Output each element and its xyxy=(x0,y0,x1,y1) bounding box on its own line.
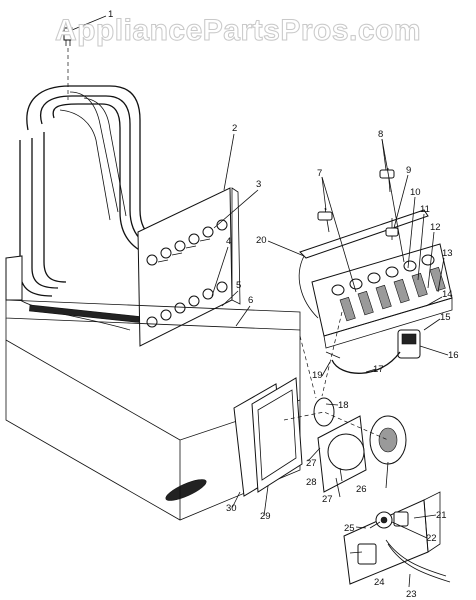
callout-11: 11 xyxy=(420,204,430,215)
igniters xyxy=(317,167,399,240)
callout-28: 28 xyxy=(306,477,317,488)
callout-22: 22 xyxy=(426,533,437,544)
callout-27a: 27 xyxy=(306,458,317,469)
callout-17: 17 xyxy=(373,364,384,375)
callout-14: 14 xyxy=(442,289,453,300)
callout-1: 1 xyxy=(108,9,113,20)
callout-13: 13 xyxy=(442,248,453,259)
callout-16: 16 xyxy=(448,350,459,361)
part-1-screw xyxy=(63,27,73,100)
callout-27b: 27 xyxy=(322,494,333,505)
callout-5: 5 xyxy=(236,280,241,291)
callout-25: 25 xyxy=(344,523,355,534)
callout-29: 29 xyxy=(260,511,271,522)
callout-21: 21 xyxy=(436,510,447,521)
callout-12: 12 xyxy=(430,222,441,233)
callout-20: 20 xyxy=(256,235,267,246)
control-box xyxy=(343,491,451,585)
callout-labels: 1 2 3 4 5 6 7 8 9 10 11 12 13 14 15 16 1… xyxy=(108,9,459,600)
callout-2: 2 xyxy=(232,123,237,134)
callout-3: 3 xyxy=(256,179,261,190)
callout-10: 10 xyxy=(410,187,421,198)
callout-23: 23 xyxy=(406,589,417,600)
gas-valve xyxy=(325,329,421,374)
callout-6: 6 xyxy=(248,295,253,306)
callout-15: 15 xyxy=(440,312,451,323)
heat-exchanger xyxy=(19,85,241,347)
callout-30: 30 xyxy=(226,503,237,514)
blower-assembly xyxy=(233,311,407,497)
callout-24: 24 xyxy=(374,577,385,588)
callout-26: 26 xyxy=(356,484,367,495)
leader-lines xyxy=(71,15,449,588)
callout-4: 4 xyxy=(226,236,231,247)
base-tray xyxy=(5,255,301,521)
callout-9: 9 xyxy=(406,165,411,176)
callout-7: 7 xyxy=(317,168,322,179)
callout-8: 8 xyxy=(378,129,383,140)
callout-19: 19 xyxy=(312,370,323,381)
callout-18: 18 xyxy=(338,400,349,411)
